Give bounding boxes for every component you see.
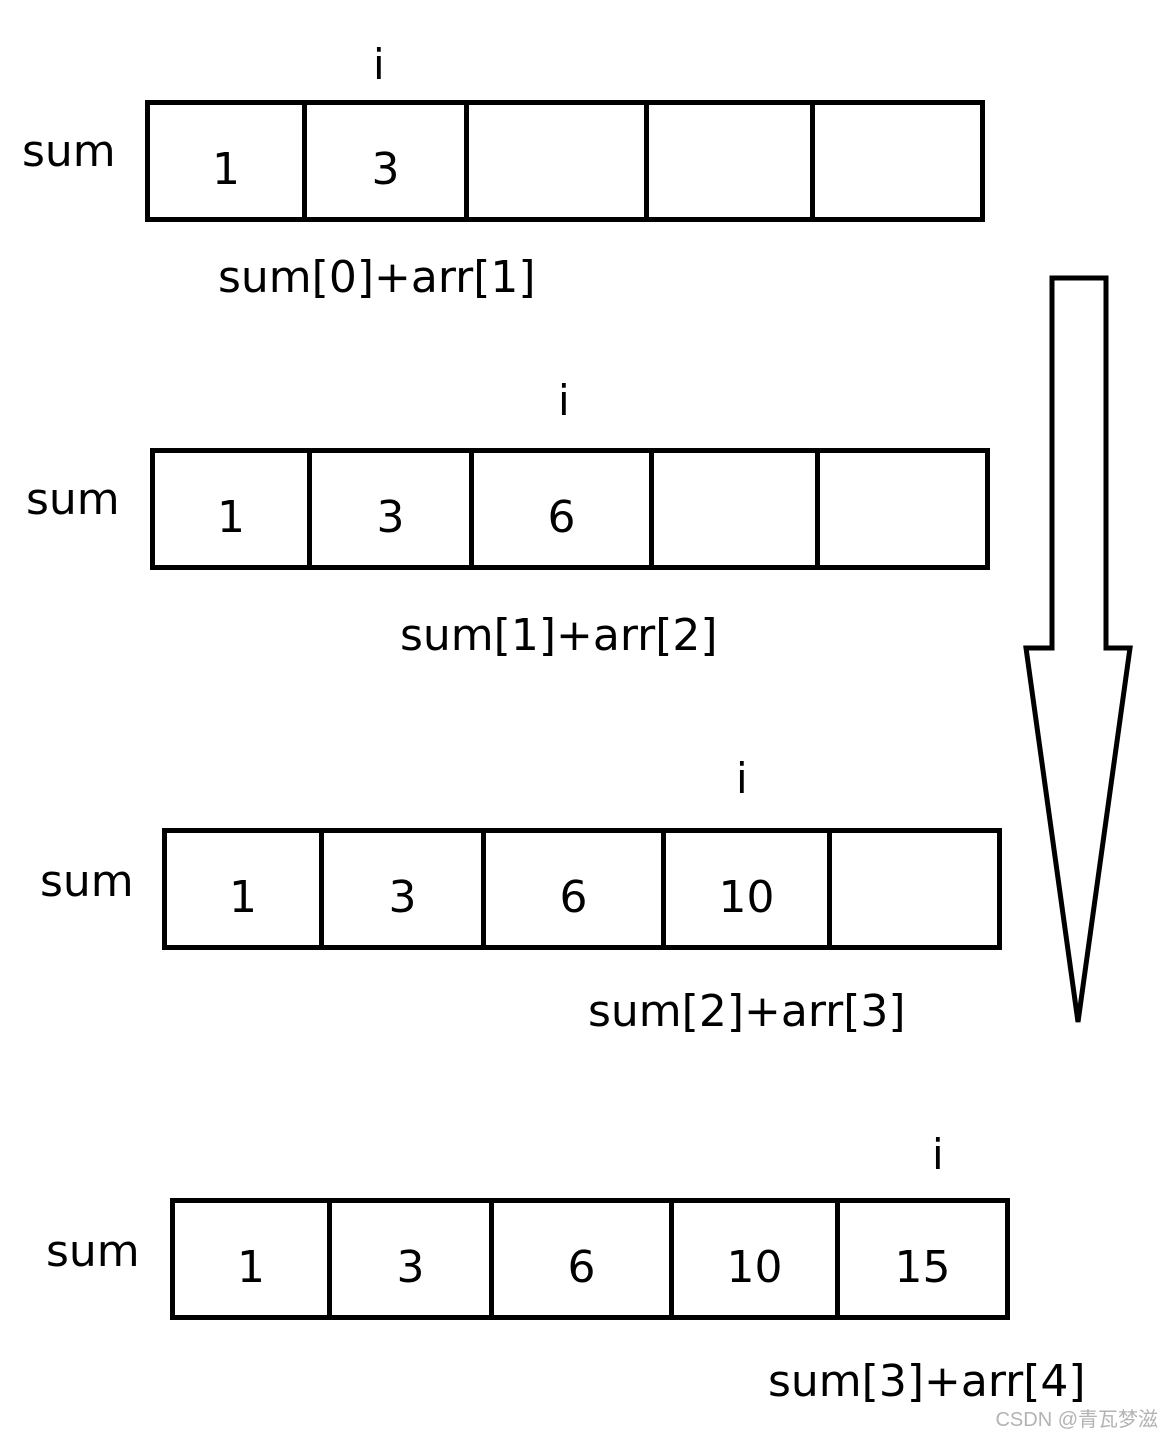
array-cell: 6 (494, 1203, 674, 1315)
array-name-label: sum (40, 856, 134, 907)
array-cell: 10 (674, 1203, 840, 1315)
step-1: sum i 1 3 sum[0]+arr[1] (0, 0, 1164, 360)
sum-array: 1 3 6 10 (162, 828, 1002, 950)
array-name-label: sum (26, 474, 120, 525)
array-cell: 1 (155, 453, 312, 565)
array-cell (469, 105, 649, 217)
array-name-label: sum (46, 1226, 140, 1277)
index-pointer: i (558, 376, 570, 425)
sum-array: 1 3 6 (150, 448, 990, 570)
array-cell: 1 (167, 833, 324, 945)
step-4: sum i 1 3 6 10 15 sum[3]+arr[4] (0, 0, 1164, 1404)
sum-array: 1 3 6 10 15 (170, 1198, 1010, 1320)
array-name-label: sum (22, 126, 116, 177)
array-cell: 1 (150, 105, 307, 217)
array-cell (654, 453, 820, 565)
step-2: sum i 1 3 6 sum[1]+arr[2] (0, 0, 1164, 658)
array-cell: 3 (312, 453, 474, 565)
index-pointer: i (736, 754, 748, 803)
array-cell: 10 (666, 833, 832, 945)
array-cell: 6 (486, 833, 666, 945)
formula-label: sum[0]+arr[1] (218, 252, 536, 303)
index-pointer: i (932, 1130, 944, 1179)
watermark: CSDN @青瓦梦滋 (995, 1409, 1158, 1431)
array-cell: 3 (324, 833, 486, 945)
sum-array: 1 3 (145, 100, 985, 222)
index-pointer: i (373, 40, 385, 89)
formula-label: sum[3]+arr[4] (768, 1356, 1086, 1407)
formula-label: sum[1]+arr[2] (400, 610, 718, 661)
down-arrow-icon (1023, 275, 1133, 1023)
step-3: sum i 1 3 6 10 sum[2]+arr[3] (0, 0, 1164, 1034)
array-cell: 6 (474, 453, 654, 565)
array-cell (832, 833, 997, 945)
array-cell (820, 453, 985, 565)
array-cell: 1 (175, 1203, 332, 1315)
formula-label: sum[2]+arr[3] (588, 986, 906, 1037)
array-cell (649, 105, 815, 217)
array-cell: 15 (894, 1241, 951, 1293)
array-cell: 3 (332, 1203, 494, 1315)
array-cell: 3 (307, 105, 469, 217)
